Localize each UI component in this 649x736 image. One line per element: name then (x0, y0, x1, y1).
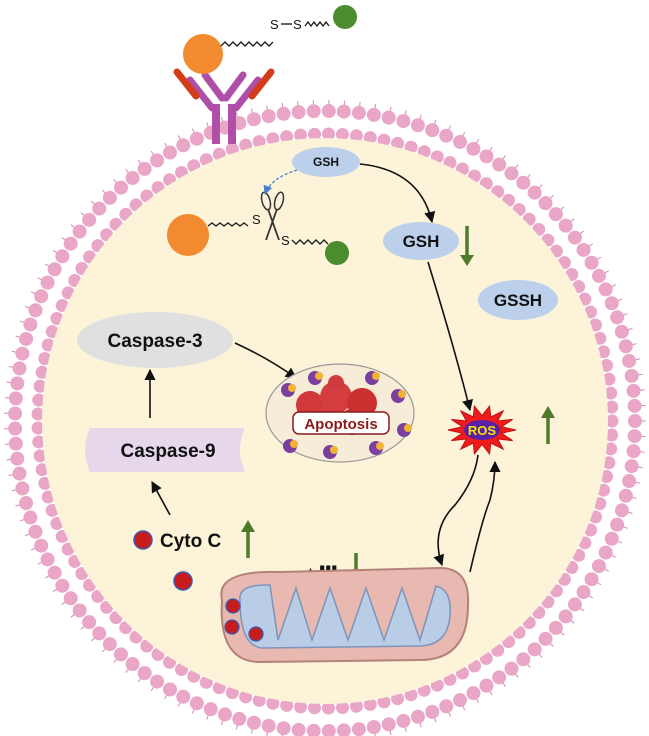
drug-icon (333, 5, 357, 29)
apoptotic-bodies (281, 371, 412, 459)
cyto-c-icon (133, 530, 153, 550)
apoptotic-body (323, 445, 338, 459)
sulfur-label: S (281, 233, 290, 248)
linker-squiggle (220, 41, 274, 47)
cyto-c-icon (225, 598, 241, 614)
apoptosis-cell: Apoptosis (265, 363, 415, 463)
ros-burst: ROS (447, 404, 517, 456)
caspase9-node: Caspase-9 (85, 428, 245, 472)
apoptotic-body (369, 441, 384, 455)
gsh-top-node: GSH (292, 147, 360, 177)
antibody-icon (173, 68, 275, 144)
nanoparticle-icon (183, 34, 223, 74)
cyto-c-icon (173, 571, 193, 591)
caspase3-label: Caspase-3 (107, 331, 202, 352)
ros-up-arrow-icon (541, 406, 555, 444)
apoptotic-body (308, 371, 323, 385)
cyto-c-up-arrow-icon (241, 520, 255, 558)
scissors-icon (260, 191, 285, 241)
apoptosis-label: Apoptosis (304, 416, 377, 433)
apoptotic-body (283, 439, 298, 453)
apoptotic-body (391, 389, 406, 403)
apoptotic-body (365, 371, 380, 385)
cyto-c-icon (248, 626, 264, 642)
drug-icon (325, 241, 349, 265)
gssh-label: GSSH (494, 291, 542, 310)
cyto-c-label: Cyto C (160, 531, 222, 552)
sulfur-label: S (270, 17, 279, 32)
ros-label: ROS (468, 423, 497, 438)
caspase3-node: Caspase-3 (77, 312, 233, 368)
cyto-c-icon (224, 619, 240, 635)
gsh-node: GSH (383, 222, 459, 260)
cell-membrane (4, 100, 646, 736)
apoptotic-body (397, 423, 412, 437)
gsh-label: GSH (403, 232, 440, 251)
gsh-top-label: GSH (313, 155, 339, 169)
apoptotic-body (281, 383, 296, 397)
gssh-node: GSSH (478, 280, 558, 320)
nanoparticle-icon (167, 214, 209, 256)
cyto-c-marker: Cyto C (133, 530, 222, 552)
antibody-drug-conjugate: S S (173, 5, 357, 144)
cleaved-conjugate: S S (167, 169, 349, 265)
sulfur-label: S (293, 17, 302, 32)
caspase9-label: Caspase-9 (120, 441, 215, 462)
mitochondrion (220, 566, 470, 664)
sulfur-label: S (252, 212, 261, 227)
gsh-down-arrow-icon (460, 226, 474, 266)
